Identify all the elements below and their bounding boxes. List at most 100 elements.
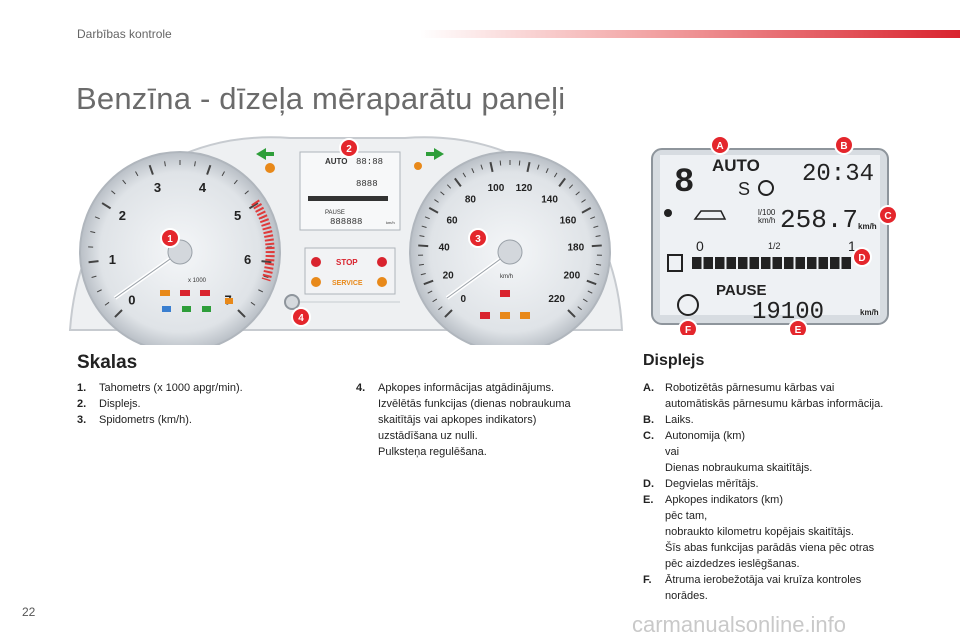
gauge-major-tick [489,161,494,173]
gauge-minor-tick [480,164,483,170]
stop-service-panel: STOP SERVICE [304,247,396,295]
mode-auto: AUTO [712,156,760,175]
svg-text:SERVICE: SERVICE [332,280,363,287]
reset-button [284,294,300,310]
gauge-minor-tick [577,306,582,311]
gauge-major-tick [581,207,592,214]
watermark: carmanualsonline.info [632,612,847,637]
gauge-minor-tick [590,216,596,220]
gauge-tick-label: 160 [560,216,577,227]
page-number: 22 [22,605,36,619]
gauge-tick-label: 1 [109,252,116,267]
svg-text:0: 0 [696,238,704,254]
gauge-major-tick [206,164,212,175]
gauge-tick-label: 6 [244,252,251,267]
gauge-minor-tick [596,263,602,266]
gauge-major-tick [101,202,112,210]
center-mini-display: AUTO 88:88 8888 PAUSE 888888 km/h [299,151,401,231]
tachometer: 01234567 x 1000 [79,151,281,345]
instrument-cluster-illustration: 01234567 x 1000 020406080100120140160180… [68,136,624,345]
gauge-tick-label: 2 [119,208,126,223]
gauge-tick-label: 4 [199,180,207,195]
gauge-minor-tick [462,172,467,178]
gauge-minor-tick [233,179,238,185]
gauge-tick-label: 3 [154,180,161,195]
gauge-minor-tick [194,161,196,167]
callout-1: 1 [160,228,180,248]
gauge-minor-tick [424,216,430,220]
gauge-major-tick [558,177,566,187]
gauge-major-tick [418,244,429,248]
gauge-minor-tick [418,263,424,266]
svg-text:l/100: l/100 [758,208,776,217]
tach-unit-label: x 1000 [188,278,207,284]
skalas-item-4: 4. Apkopes informācijas atgādinājums. Iz… [356,382,571,458]
gauge-major-tick [88,260,99,264]
gauge-major-tick [591,244,602,248]
gauge-minor-tick [518,160,521,166]
list-item: 2.Displejs. [77,398,141,410]
callout-4: 4 [291,307,311,327]
fuel-segment [738,257,748,269]
gauge-minor-tick [581,199,586,203]
fuel-segment [807,257,817,269]
gauge-minor-tick [582,298,588,303]
gauge-minor-tick [434,199,439,203]
gauge-major-tick [526,161,531,173]
svg-text:A: A [716,141,723,152]
gauge-minor-tick [111,190,116,195]
gauge-minor-tick [221,171,225,177]
gauge-minor-tick [94,216,100,220]
gauge-minor-tick [122,179,127,185]
gauge-minor-tick [471,168,475,174]
gauge-minor-tick [446,184,452,189]
gauge-tick-label: 100 [488,183,505,194]
gauge-minor-tick [96,289,102,293]
svg-text:km/h: km/h [758,216,775,225]
gauge-minor-tick [553,172,558,178]
gauge-minor-tick [421,225,427,228]
gauge-major-tick [248,202,259,210]
gauge-major-tick [428,207,439,214]
callout-d: D [852,247,872,267]
fuel-segment [841,257,851,269]
skalas-list: 1.Tahometrs (x 1000 apgr/min). 2.Displej… [77,380,307,428]
top-right-lamp [414,162,422,170]
gauge-minor-tick [244,190,249,195]
gauge-minor-tick [587,290,593,294]
fuel-segment [795,257,805,269]
gauge-minor-tick [545,168,549,174]
svg-text:PAUSE: PAUSE [325,210,345,216]
fuel-segment [830,257,840,269]
gauge-minor-tick [135,171,139,177]
gauge-major-tick [423,279,434,286]
gauge-minor-tick [438,306,443,311]
svg-text:8888: 8888 [356,179,378,189]
svg-text:3: 3 [475,234,481,245]
gauge-minor-tick [250,301,256,306]
gauge-tick-label: 40 [439,243,451,254]
gear-indicator: 8 [674,164,694,202]
odometer-readout: 19100 [752,299,824,326]
gauge-minor-tick [90,231,96,234]
display-illustration: 8 AUTO S 20:34 l/100 km/h 258.7 km/h 0 1… [651,135,898,335]
gauge-major-tick [237,309,246,318]
svg-text:km/h: km/h [386,220,395,225]
svg-text:88:88: 88:88 [356,157,383,167]
svg-text:D: D [858,253,865,264]
gauge-minor-tick [594,273,600,276]
gauge-minor-tick [432,298,438,303]
fuel-gauge-bar [692,257,851,269]
gauge-major-tick [444,309,453,318]
gauge-minor-tick [440,191,445,196]
svg-text:F: F [685,325,691,335]
range-readout: 258.7 [780,205,858,235]
list-item: D.Degvielas mērītājs. [643,478,759,490]
gauge-minor-tick [258,289,264,293]
gauge-tick-label: 200 [563,270,580,281]
list-item: B.Laiks. [643,414,694,426]
svg-text:888888: 888888 [330,217,362,227]
callout-c: C [878,205,898,225]
clock: 20:34 [802,161,874,188]
gauge-tick-label: 5 [234,208,241,223]
